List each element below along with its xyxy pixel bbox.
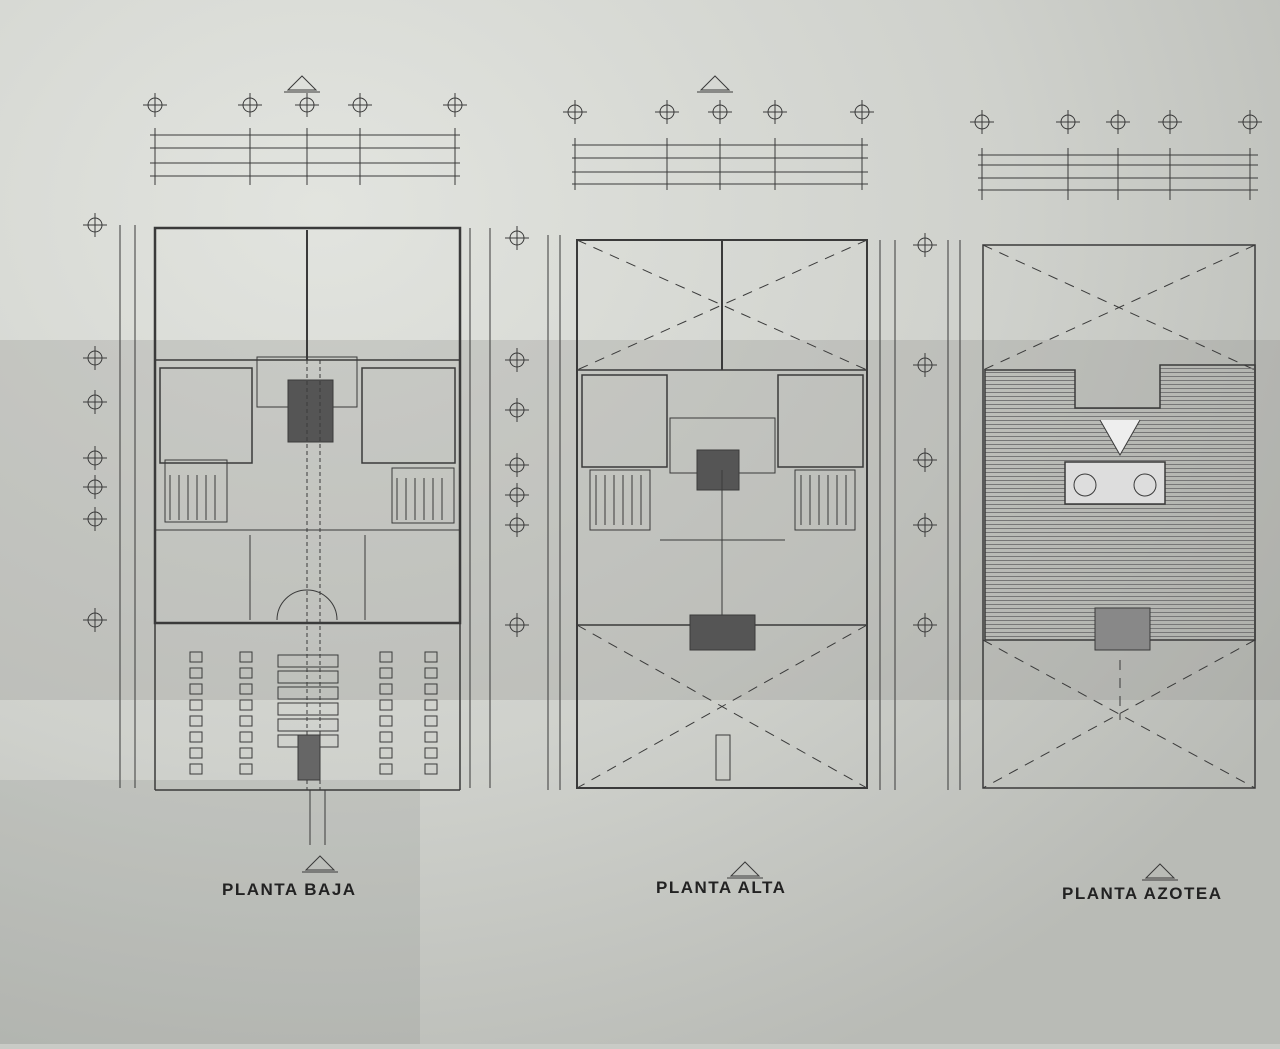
shadow-lower	[0, 780, 420, 1044]
north-arrow	[304, 855, 336, 871]
tank	[1073, 473, 1097, 497]
north-arrow	[729, 861, 761, 877]
door-swing	[276, 589, 338, 621]
drain	[1099, 419, 1141, 457]
tank	[1133, 473, 1157, 497]
north-arrow	[286, 75, 318, 91]
plan-title-planta-baja: PLANTA BAJA	[222, 880, 357, 899]
plan-title-planta-azotea: PLANTA AZOTEA	[1062, 884, 1223, 903]
north-arrow	[1144, 863, 1176, 879]
north-arrow	[699, 75, 731, 91]
plan-title-planta-alta: PLANTA ALTA	[656, 878, 787, 897]
